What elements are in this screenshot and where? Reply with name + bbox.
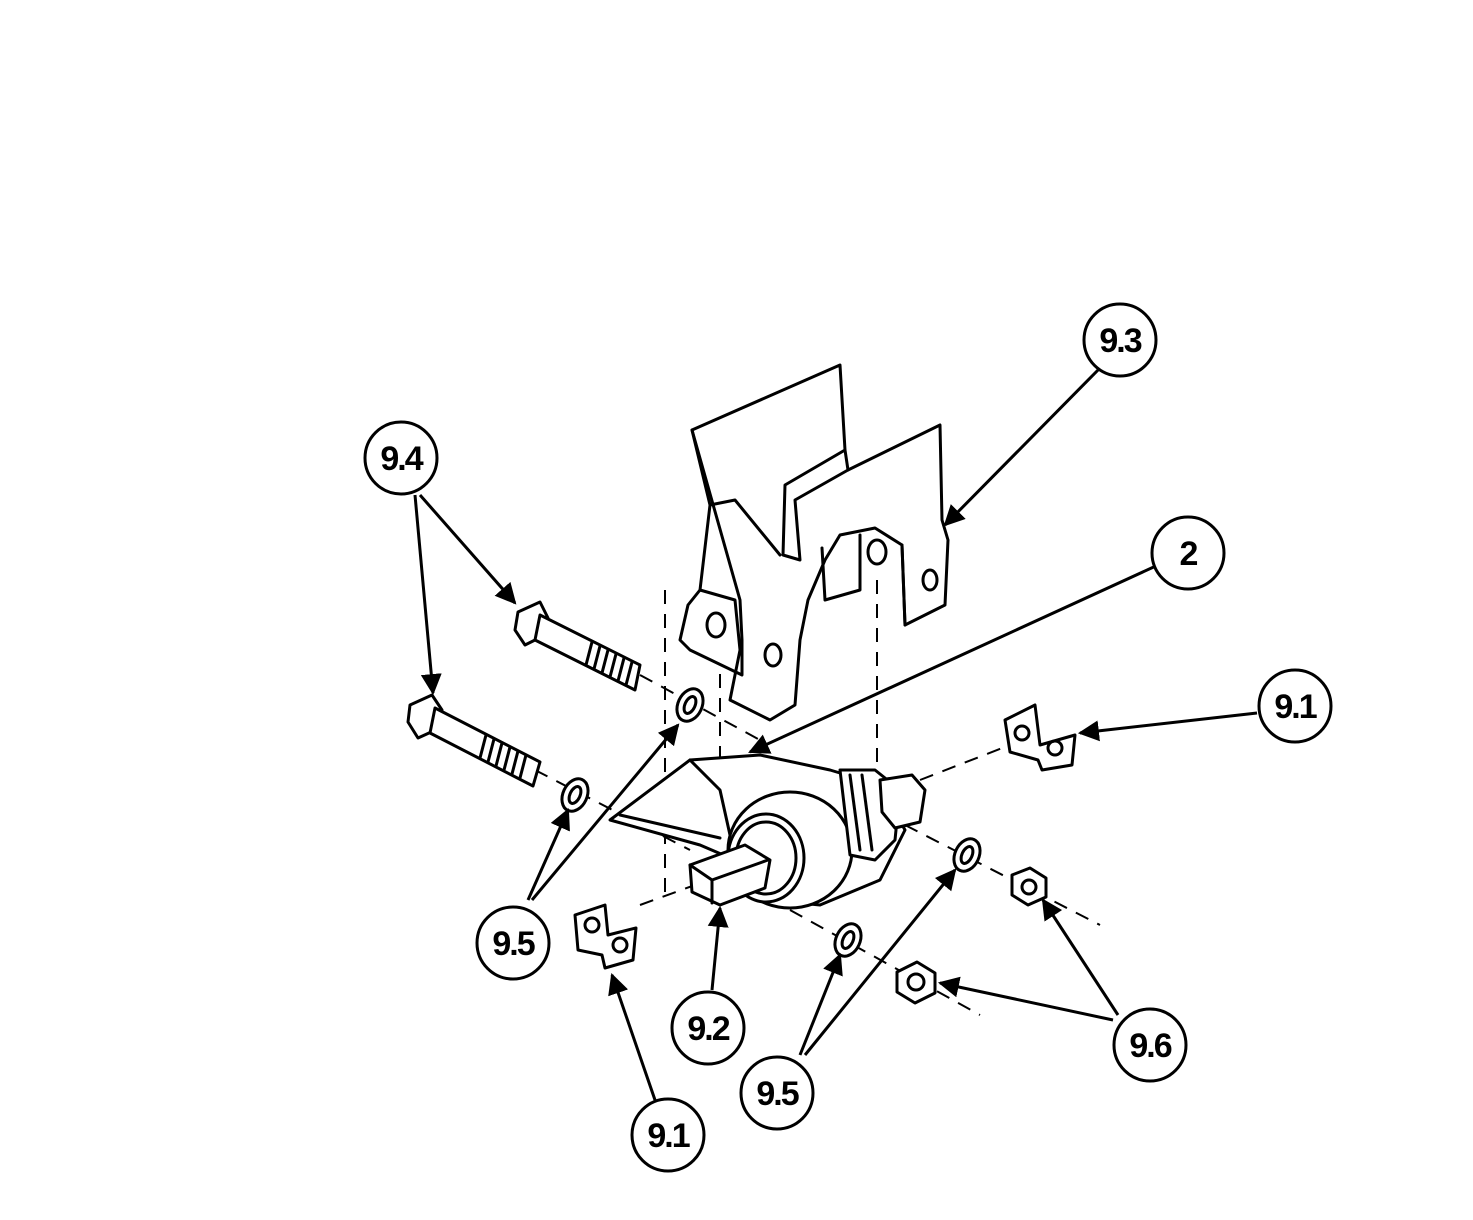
svg-text:9.2: 9.2: [687, 1010, 729, 1048]
svg-text:9.1: 9.1: [1274, 688, 1316, 726]
torque-rod: [608, 753, 927, 910]
bolt-lower: [406, 693, 542, 788]
leader-arrows: [413, 366, 1258, 1101]
washer-lower-left: [560, 777, 590, 813]
callout-9-6: 9.6: [1112, 1007, 1188, 1083]
svg-text:9.4: 9.4: [380, 440, 423, 478]
callout-9-5-bottom: 9.5: [739, 1055, 815, 1131]
nut-lower: [895, 960, 937, 1005]
clip-right: [1003, 703, 1077, 772]
callout-9-1-right: 9.1: [1257, 668, 1333, 744]
callout-9-5-left: 9.5: [475, 905, 551, 981]
mounting-bracket: [678, 363, 950, 722]
bolt-lower-thread: [478, 733, 528, 780]
nut-upper: [1010, 866, 1048, 907]
washer-bottom: [833, 922, 863, 958]
svg-text:9.3: 9.3: [1099, 322, 1141, 360]
washer-right: [952, 837, 982, 873]
callout-2: 2: [1150, 515, 1226, 591]
callout-9-3: 9.3: [1082, 302, 1158, 378]
svg-text:9.6: 9.6: [1129, 1027, 1171, 1065]
bolt-upper-thread: [584, 640, 634, 687]
callout-9-4: 9.4: [363, 420, 439, 496]
svg-text:9.5: 9.5: [756, 1075, 798, 1113]
callout-9-2: 9.2: [670, 990, 746, 1066]
svg-text:9.1: 9.1: [647, 1117, 689, 1155]
svg-text:2: 2: [1180, 535, 1198, 573]
bolt-upper: [513, 600, 642, 692]
svg-text:9.5: 9.5: [492, 925, 534, 963]
washer-upper: [675, 687, 705, 723]
clip-left: [573, 903, 638, 970]
callout-9-1-bottom: 9.1: [630, 1097, 706, 1173]
